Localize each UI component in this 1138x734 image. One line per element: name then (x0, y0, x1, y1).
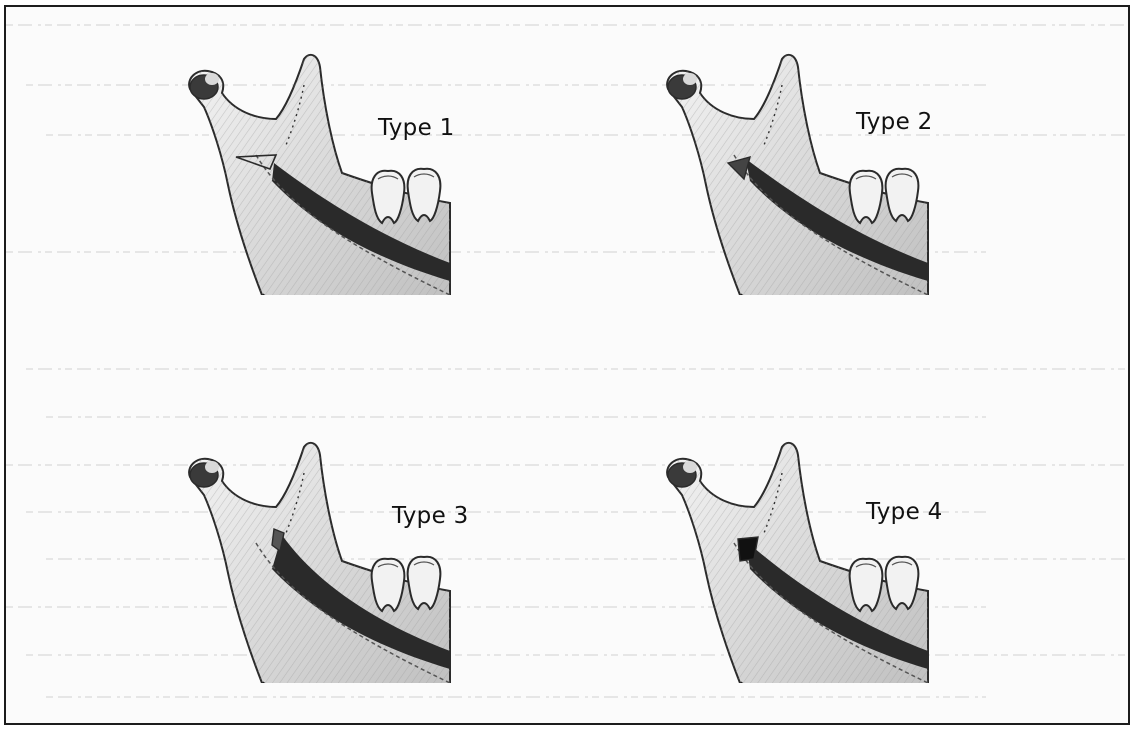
molar-tooth (408, 169, 441, 221)
panel-type-4: Type 4 (654, 433, 954, 683)
molar-tooth (886, 169, 919, 221)
panel-type-3: Type 3 (176, 433, 476, 683)
type-label: Type 1 (378, 115, 455, 141)
type-label: Type 4 (866, 499, 943, 525)
mandible-illustration (176, 433, 476, 683)
lingula (738, 537, 758, 561)
condyle-highlight (683, 73, 697, 85)
type-label: Type 2 (856, 109, 933, 135)
molar-tooth (850, 559, 883, 611)
molar-tooth (372, 559, 405, 611)
condyle-highlight (683, 461, 697, 473)
molar-tooth (408, 557, 441, 609)
condyle-highlight (205, 461, 219, 473)
molar-tooth (886, 557, 919, 609)
mandible-illustration (654, 433, 954, 683)
molar-tooth (850, 171, 883, 223)
figure-frame: Type 1 Type 2 Type 3 Type 4 (4, 5, 1130, 725)
mandible-illustration (654, 45, 954, 295)
type-label: Type 3 (392, 503, 469, 529)
mandible-illustration (176, 45, 476, 295)
background-bleed-through (6, 7, 1130, 725)
condyle-highlight (205, 73, 219, 85)
panel-type-1: Type 1 (176, 45, 476, 295)
molar-tooth (372, 171, 405, 223)
panel-type-2: Type 2 (654, 45, 954, 295)
